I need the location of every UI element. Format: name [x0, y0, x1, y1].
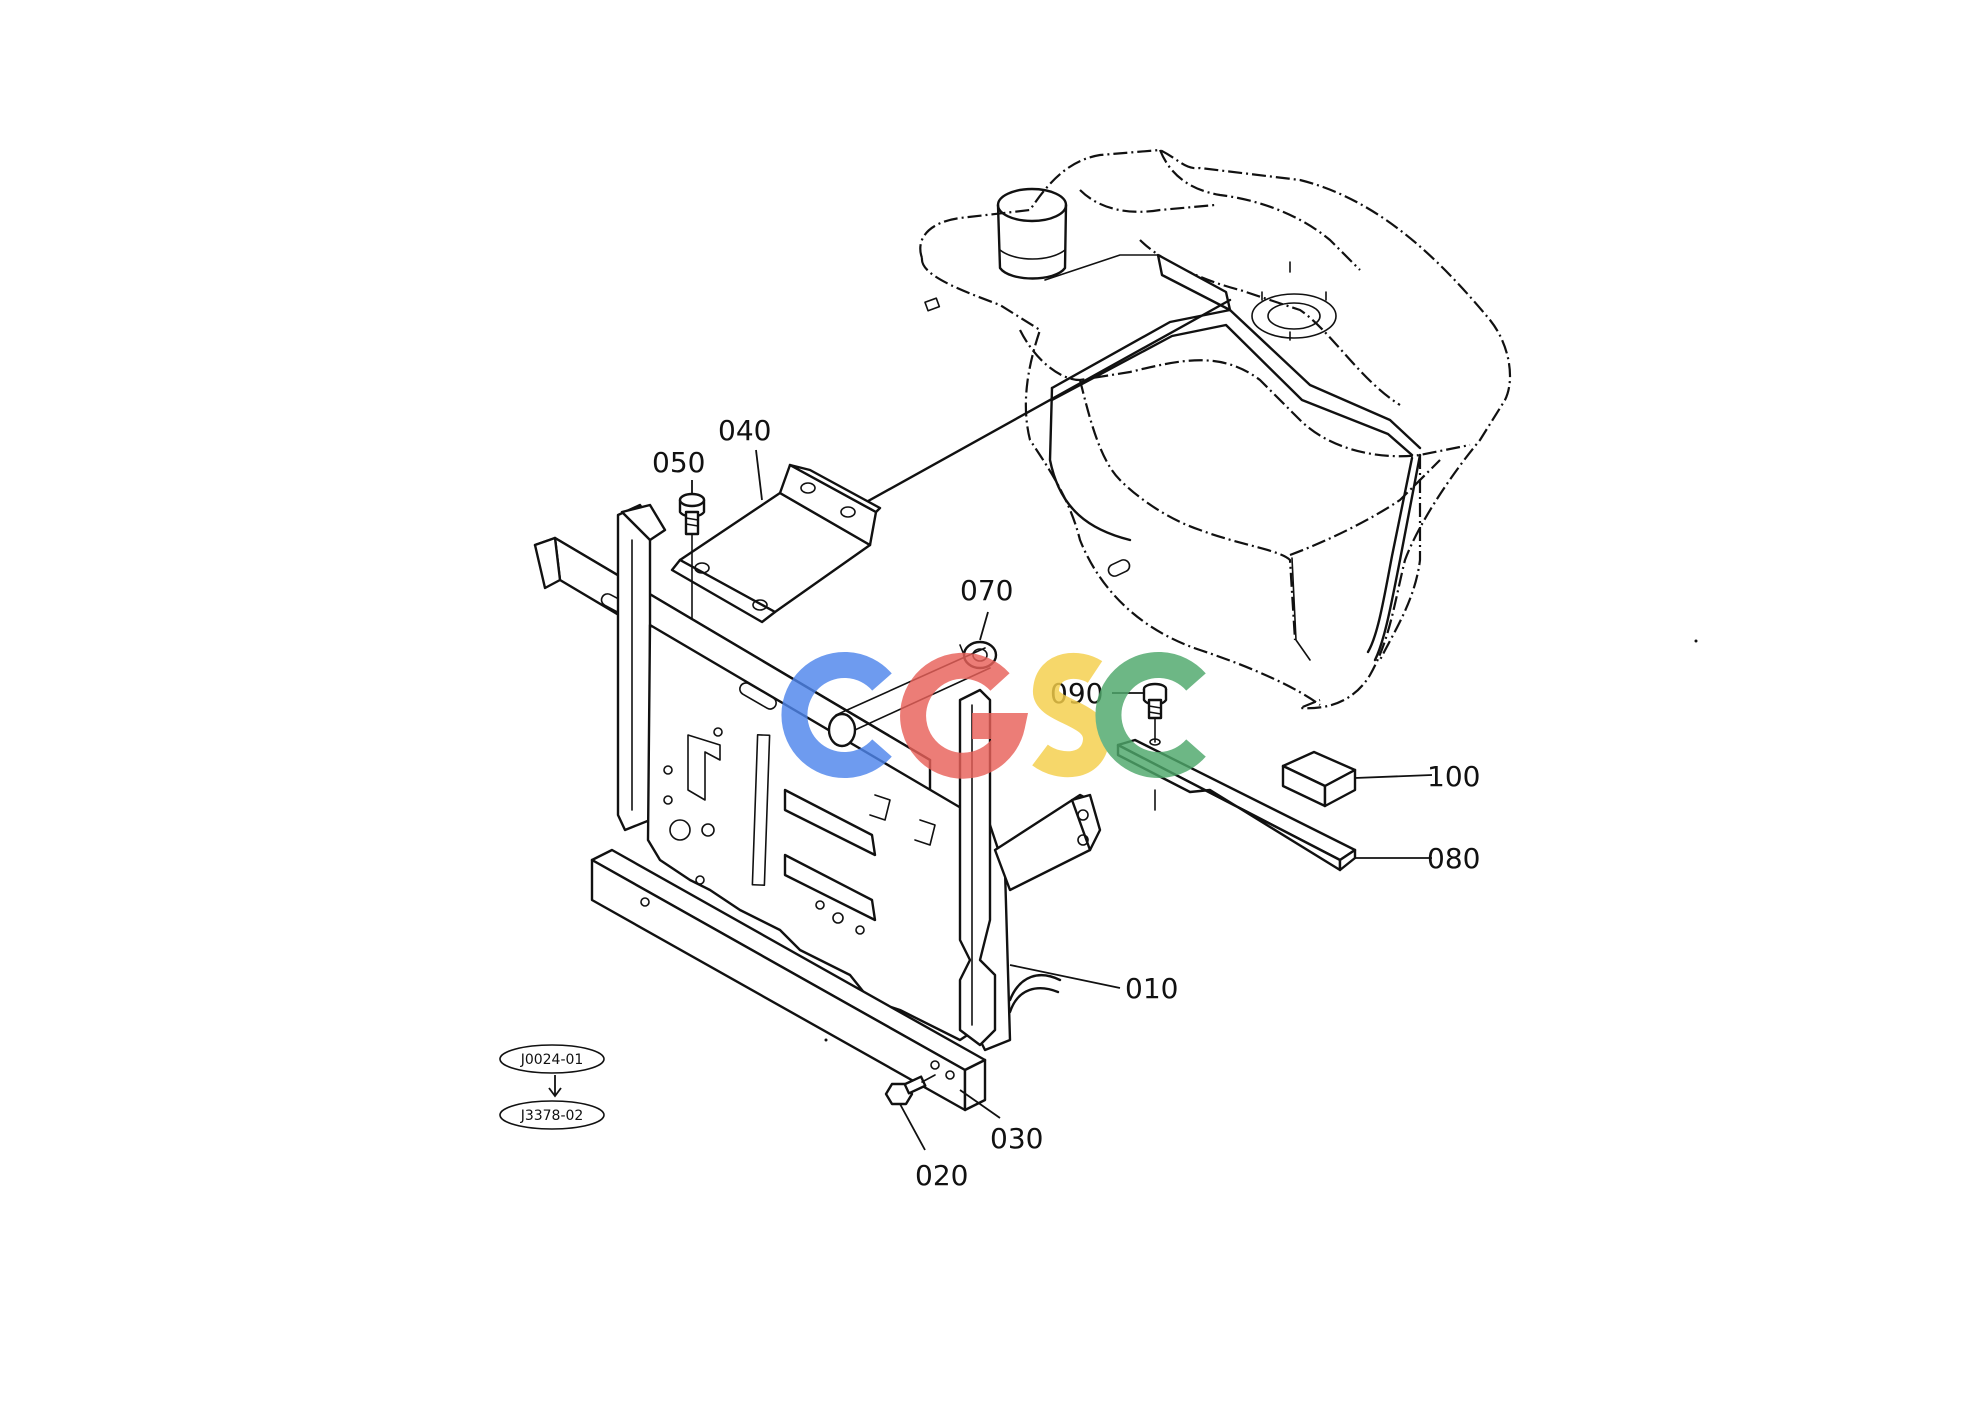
part-label-030: 030 — [990, 1122, 1043, 1155]
bolt-050 — [678, 492, 706, 623]
reference-code-bottom: J3378-02 — [520, 1108, 584, 1124]
bolt-090 — [1142, 682, 1168, 746]
reference-oval-top — [499, 1044, 605, 1074]
part-label-020: 020 — [915, 1159, 968, 1192]
watermark-letter-c2 — [1095, 652, 1206, 778]
part-label-070: 070 — [960, 574, 1013, 607]
cushion-100 — [1281, 750, 1357, 808]
bracket-040 — [670, 463, 882, 624]
reference-code-top: J0024-01 — [520, 1052, 584, 1068]
watermark-letter-c1 — [781, 652, 892, 778]
scan-speck — [1694, 639, 1698, 643]
part-label-040: 040 — [718, 414, 771, 447]
tie-rod — [841, 298, 1232, 517]
watermark-letter-s — [1032, 653, 1109, 778]
part-label-080: 080 — [1427, 842, 1480, 875]
leader-lines — [548, 449, 1433, 1151]
scan-speck — [824, 1038, 828, 1042]
reference-codes: J0024-01 J3378-02 — [499, 1044, 605, 1130]
part-label-100: 100 — [1427, 760, 1480, 793]
tank-strap — [1048, 308, 1422, 662]
part-label-050: 050 — [652, 446, 705, 479]
bolt-020 — [884, 1074, 936, 1106]
reference-oval-bottom — [499, 1100, 605, 1130]
watermark-letter-g — [900, 652, 1029, 779]
watermark-logo — [781, 652, 1206, 779]
part-label-010: 010 — [1125, 972, 1178, 1005]
fuel-tank-outline — [919, 148, 1512, 710]
